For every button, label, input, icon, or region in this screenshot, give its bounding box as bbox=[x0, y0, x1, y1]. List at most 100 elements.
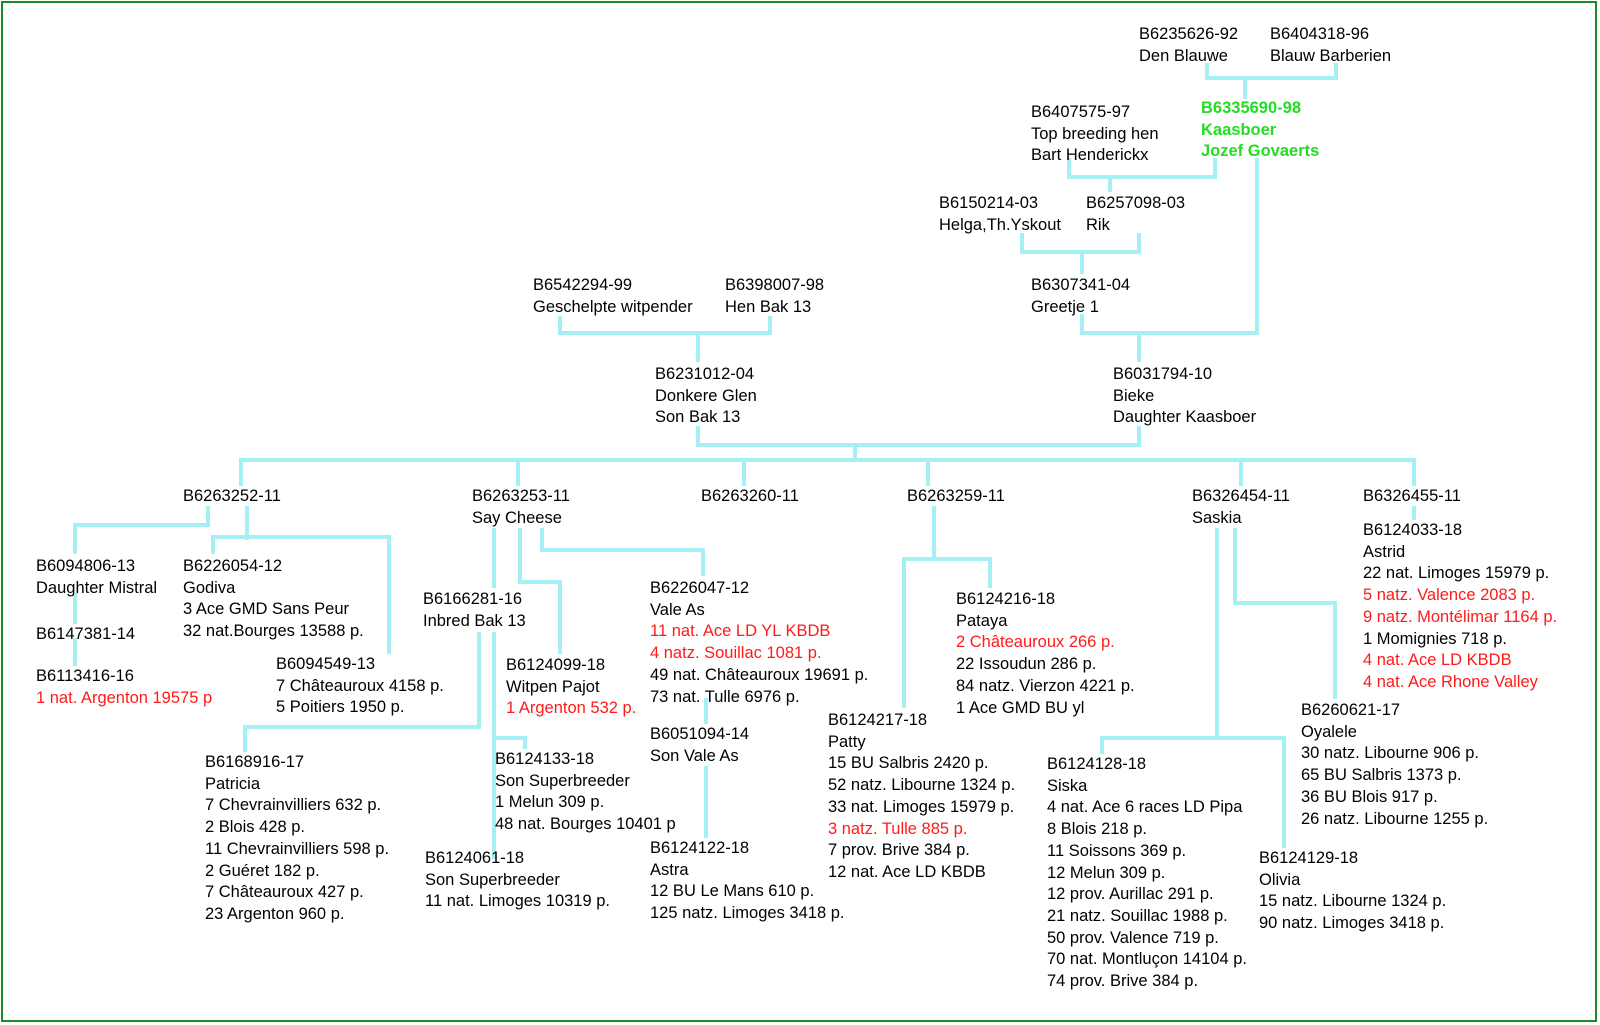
pedigree-node-b6326455: B6326455-11 bbox=[1363, 486, 1461, 508]
highlighted-result: 11 nat. Ace LD YL KBDB bbox=[650, 622, 831, 641]
ring-number: B6147381-14 bbox=[36, 625, 136, 643]
connector-line bbox=[902, 557, 992, 708]
ring-number: B6094806-13 bbox=[36, 557, 136, 575]
node-text-line: 1 Melun 309 p. bbox=[495, 793, 605, 812]
node-text-line: Astra bbox=[650, 860, 689, 879]
pedigree-node-b6113416: B6113416-16 1 nat. Argenton 19575 p bbox=[36, 666, 212, 709]
ring-number: B6263260-11 bbox=[701, 487, 799, 505]
node-text-line: Godiva bbox=[183, 578, 236, 597]
node-text-line: Greetje 1 bbox=[1031, 297, 1099, 316]
connector-line bbox=[1100, 736, 1286, 848]
connector-line bbox=[558, 316, 772, 335]
ring-number: B6051094-14 bbox=[650, 725, 750, 743]
ring-number: B6124133-18 bbox=[495, 750, 595, 768]
node-text-line: 125 natz. Limoges 3418 p. bbox=[650, 904, 845, 923]
ring-number: B6124128-18 bbox=[1047, 755, 1147, 773]
node-text-line: Daughter Kaasboer bbox=[1113, 408, 1257, 427]
node-text-line: 22 Issoudun 286 p. bbox=[956, 655, 1097, 674]
node-text-line: Astrid bbox=[1363, 542, 1406, 561]
highlighted-result: 2 Châteauroux 266 p. bbox=[956, 633, 1115, 652]
node-text-line: Blauw Barberien bbox=[1270, 46, 1392, 65]
node-text-line: Vale As bbox=[650, 600, 705, 619]
node-text-line: Bieke bbox=[1113, 386, 1155, 405]
connector-line bbox=[1020, 233, 1141, 254]
ring-number: B6150214-03 bbox=[939, 194, 1039, 212]
node-text-line: Pataya bbox=[956, 611, 1008, 630]
node-text-line: 22 nat. Limoges 15979 p. bbox=[1363, 564, 1550, 583]
node-text-line: Donkere Glen bbox=[655, 386, 757, 405]
node-text-line: Hen Bak 13 bbox=[725, 297, 812, 316]
highlighted-result: 9 natz. Montélimar 1164 p. bbox=[1363, 607, 1558, 626]
node-text-line: 70 nat. Montluçon 14104 p. bbox=[1047, 950, 1247, 969]
node-text-line: 1 Momignies 718 p. bbox=[1363, 629, 1507, 648]
connector-line bbox=[492, 736, 527, 749]
node-text-line: 23 Argenton 960 p. bbox=[205, 904, 345, 923]
ring-number: B6031794-10 bbox=[1113, 365, 1213, 383]
node-text-line: 12 prov. Aurillac 291 p. bbox=[1047, 885, 1214, 904]
node-text-line: 49 nat. Châteauroux 19691 p. bbox=[650, 665, 869, 684]
ring-number: B6124033-18 bbox=[1363, 521, 1463, 539]
ring-number: B6124217-18 bbox=[828, 711, 928, 729]
ring-number: B6235626-92 bbox=[1139, 25, 1239, 43]
highlighted-result: 4 natz. Souillac 1081 p. bbox=[650, 644, 822, 663]
highlighted-result: 3 natz. Tulle 885 p. bbox=[828, 819, 968, 838]
node-text-line: Daughter Mistral bbox=[36, 578, 158, 597]
node-text-line: Siska bbox=[1047, 776, 1088, 795]
node-text-line: Rik bbox=[1086, 215, 1110, 234]
node-text-line: 11 nat. Limoges 10319 p. bbox=[425, 892, 610, 911]
node-text-line: 12 BU Le Mans 610 p. bbox=[650, 882, 815, 901]
node-text-line: 8 Blois 218 p. bbox=[1047, 820, 1147, 839]
node-text-line: 65 BU Salbris 1373 p. bbox=[1301, 766, 1462, 785]
pedigree-node-b6263259: B6263259-11 bbox=[907, 486, 1005, 508]
node-text-line: 1 Ace GMD BU yl bbox=[956, 698, 1085, 717]
ring-number: B6113416-16 bbox=[36, 667, 134, 685]
node-text-line: Patty bbox=[828, 732, 866, 751]
node-text-line: Patricia bbox=[205, 774, 261, 793]
node-text-line: 3 Ace GMD Sans Peur bbox=[183, 600, 349, 619]
highlighted-result: 4 nat. Ace LD KBDB bbox=[1363, 651, 1512, 670]
ring-number: B6124099-18 bbox=[506, 656, 606, 674]
ring-number: B6257098-03 bbox=[1086, 194, 1186, 212]
node-text-line: 32 nat.Bourges 13588 p. bbox=[183, 622, 364, 641]
node-text-line: Geschelpte witpender bbox=[533, 297, 693, 316]
node-text-line: 26 natz. Libourne 1255 p. bbox=[1301, 809, 1489, 828]
node-text-line: 90 natz. Limoges 3418 p. bbox=[1259, 914, 1445, 933]
connector-line bbox=[243, 632, 481, 752]
pedigree-node-b6147381: B6147381-14 bbox=[36, 624, 135, 646]
node-text-line: Top breeding hen bbox=[1031, 124, 1159, 143]
node-text-line: 11 Soissons 369 p. bbox=[1047, 841, 1187, 860]
node-text-line: 21 natz. Souillac 1988 p. bbox=[1047, 906, 1228, 925]
node-text-line: 4 nat. Ace 6 races LD Pipa bbox=[1047, 798, 1243, 817]
node-text-line: 52 natz. Libourne 1324 p. bbox=[828, 776, 1016, 795]
ring-number: B6260621-17 bbox=[1301, 701, 1401, 719]
node-text-line: Olivia bbox=[1259, 870, 1301, 889]
node-text-line: Say Cheese bbox=[472, 508, 562, 527]
highlighted-result: 1 nat. Argenton 19575 p bbox=[36, 688, 213, 707]
ring-number: B6398007-98 bbox=[725, 276, 825, 294]
node-text-line: Son Vale As bbox=[650, 746, 739, 765]
node-text-line: Inbred Bak 13 bbox=[423, 611, 526, 630]
highlighted-result: 1 Argenton 532 p. bbox=[506, 699, 637, 718]
node-text-line: 7 prov. Brive 384 p. bbox=[828, 841, 970, 860]
ring-number: B6407575-97 bbox=[1031, 103, 1131, 121]
